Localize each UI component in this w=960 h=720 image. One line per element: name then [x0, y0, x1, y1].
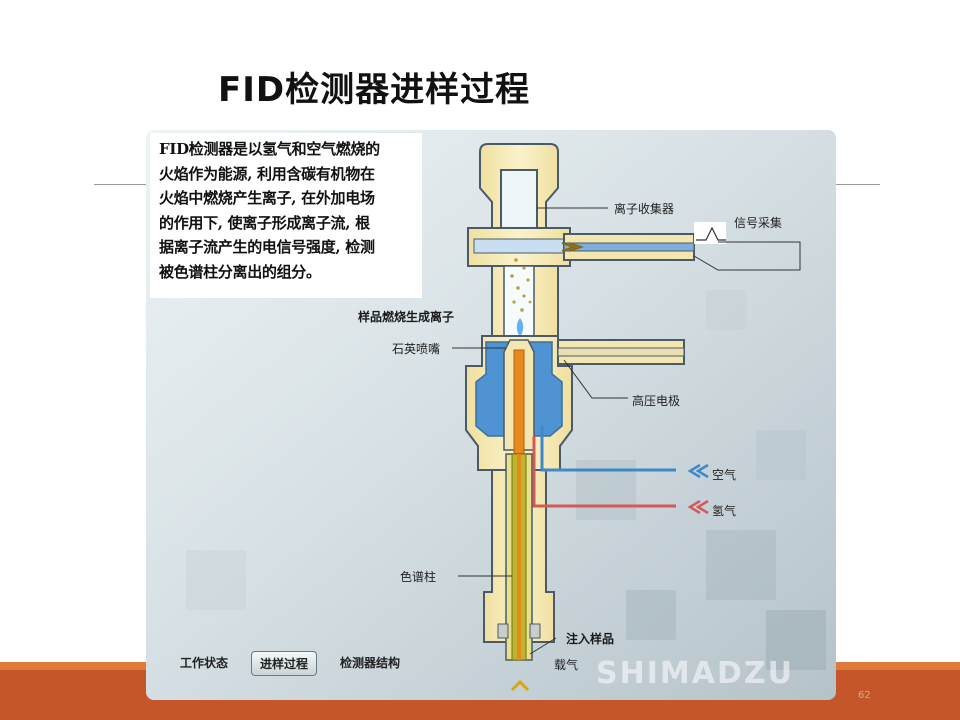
signal-lead: [563, 242, 695, 252]
ion-collector-label: 离子收集器: [614, 202, 675, 216]
ion-particles: [510, 258, 532, 312]
high-voltage-electrode-label: 高压电极: [632, 394, 681, 408]
hydrogen-line: [532, 436, 676, 508]
intro-line: 火焰作为能源, 利用含碳有机物在: [159, 164, 375, 183]
air-arrow: [687, 463, 709, 479]
carrier-gas-label: 载气: [554, 658, 579, 672]
leader-lines: [452, 207, 628, 655]
collector-insulator: [473, 238, 565, 254]
hydrogen-arrow: [687, 499, 709, 515]
signal-acquisition-label: 信号采集: [734, 216, 783, 230]
page-number: 62: [858, 690, 871, 701]
shimadzu-watermark: SHIMADZU: [596, 656, 794, 691]
intro-text-box: FID检测器是以氢气和空气燃烧的 火焰作为能源, 利用含碳有机物在 火焰中燃烧产…: [150, 133, 422, 298]
intro-line: FID检测器是以氢气和空气燃烧的: [159, 140, 380, 158]
electrode-rod: [557, 347, 685, 357]
right-divider-line: [836, 184, 880, 185]
signal-circuit: [693, 241, 801, 271]
air-label: 空气: [712, 468, 737, 482]
intro-line: 被色谱柱分离出的组分。: [159, 262, 321, 281]
flame: [516, 318, 524, 335]
nozzle-bore: [513, 349, 525, 461]
inject-sample-label: 注入样品: [566, 632, 615, 646]
tab-injection-process[interactable]: 进样过程: [251, 651, 318, 676]
hydrogen-label: 氢气: [712, 504, 737, 518]
signal-chevron: [561, 242, 585, 252]
intro-line: 的作用下, 使离子形成离子流, 根: [159, 213, 370, 232]
intro-line: 据离子流产生的电信号强度, 检测: [159, 238, 375, 256]
right-ferrule: [529, 623, 541, 639]
tab-detector-structure[interactable]: 检测器结构: [340, 656, 401, 670]
tab-working-state[interactable]: 工作状态: [180, 656, 229, 670]
left-ferrule: [497, 623, 509, 639]
air-line: [540, 426, 676, 472]
sample-ionization-label: 样品燃烧生成离子: [358, 310, 455, 324]
signal-peak: [696, 226, 726, 241]
intro-line: 火焰中燃烧产生离子, 在外加电场: [159, 189, 375, 207]
intro-paragraph: FID检测器是以氢气和空气燃烧的 火焰作为能源, 利用含碳有机物在 火焰中燃烧产…: [159, 137, 422, 284]
left-divider-line: [94, 184, 148, 185]
carrier-gas-path: [517, 454, 521, 660]
quartz-nozzle-label: 石英喷嘴: [392, 342, 441, 356]
slide-title: FID检测器进样过程: [218, 70, 531, 110]
scroll-up-icon[interactable]: [510, 679, 530, 692]
column-label: 色谱柱: [400, 570, 437, 584]
